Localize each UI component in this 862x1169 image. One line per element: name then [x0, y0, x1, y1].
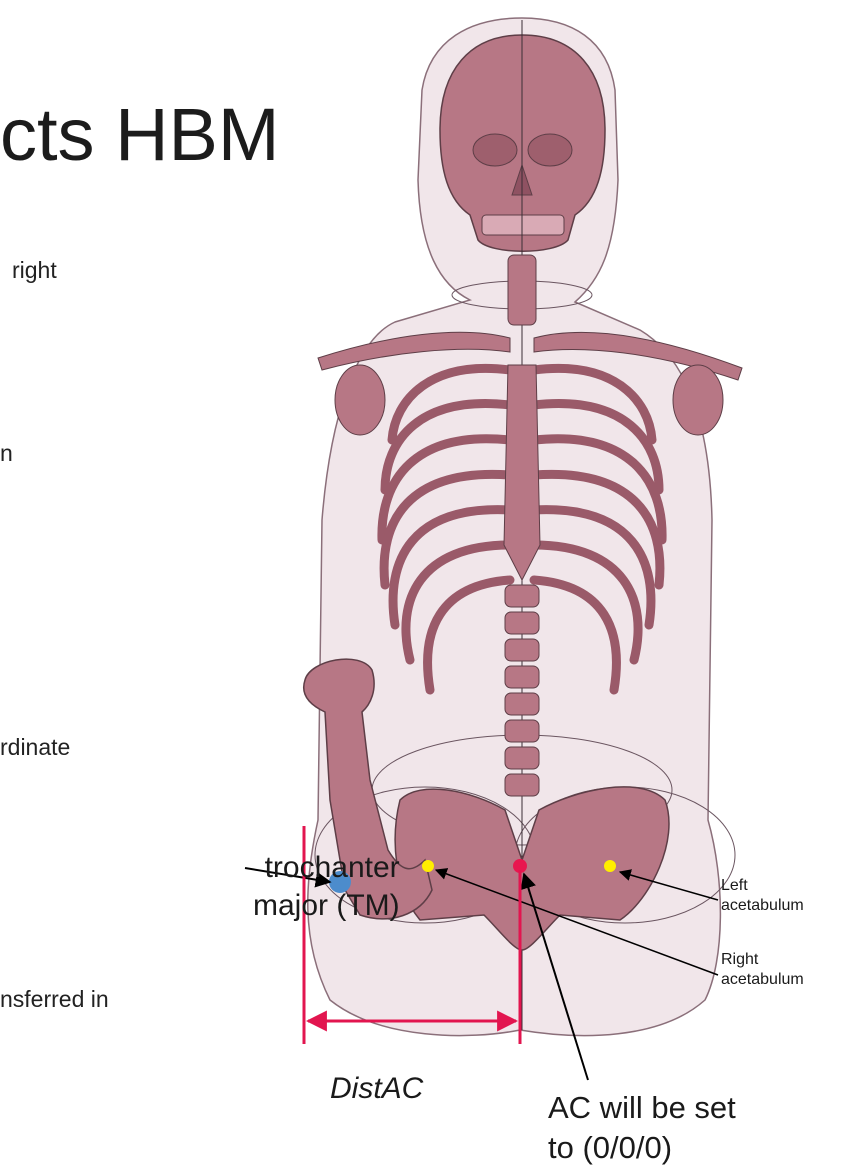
right-orbit	[528, 134, 572, 166]
left-acetabulum-marker	[604, 860, 616, 872]
slide-title: cts HBM	[0, 92, 280, 177]
right-shoulder	[335, 365, 385, 435]
body-fragment-right: right	[12, 257, 57, 283]
left-shoulder	[673, 365, 723, 435]
label-distac: DistAC	[330, 1072, 423, 1107]
label-left-acetabulum: Left acetabulum	[721, 876, 804, 916]
label-right-acetabulum: Right acetabulum	[721, 950, 804, 990]
label-trochanter-major: trochanter major (TM)	[253, 849, 400, 924]
body-fragment-transferred: nsferred in	[0, 986, 109, 1012]
teeth	[482, 215, 564, 235]
left-orbit	[473, 134, 517, 166]
sternum	[504, 365, 540, 580]
right-acetabulum-marker	[422, 860, 434, 872]
body-fragment-ordinate: rdinate	[0, 734, 70, 760]
label-ac-origin: AC will be set to (0/0/0)	[548, 1088, 736, 1169]
cervical-spine	[508, 255, 536, 325]
body-fragment-n: n	[0, 440, 13, 466]
